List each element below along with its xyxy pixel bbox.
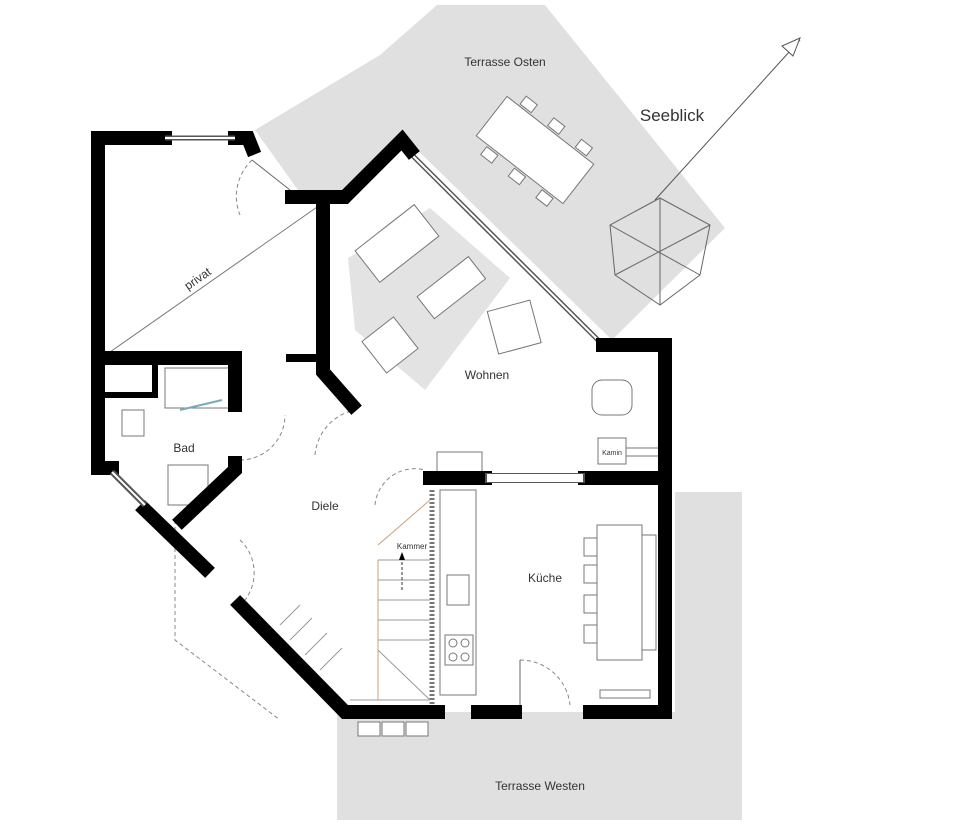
label-pantry: Kammer (397, 542, 428, 551)
label-bath: Bad (173, 441, 194, 455)
label-private: privat (182, 264, 215, 293)
umbrella-icon (609, 197, 711, 306)
dining-table-outdoor (475, 95, 595, 207)
terrace-west (337, 492, 742, 820)
label-lake-view: Seeblick (640, 106, 705, 125)
up-arrow-icon (399, 552, 405, 560)
cooktop (444, 634, 474, 666)
label-hall: Diele (311, 499, 339, 513)
sofa (354, 203, 440, 284)
shower (164, 367, 231, 409)
staircase (279, 499, 431, 701)
fireplace (597, 437, 627, 465)
sofa-2 (416, 255, 487, 320)
armchair (361, 316, 419, 374)
label-terrace-east: Terrasse Osten (464, 55, 545, 69)
dining-table (596, 524, 643, 661)
label-kitchen: Küche (528, 571, 562, 585)
terrace-east (255, 5, 725, 340)
side-table (436, 451, 483, 475)
chair (591, 379, 633, 416)
walls (91, 129, 672, 719)
armchair-2 (486, 299, 542, 355)
label-terrace-west: Terrasse Westen (495, 779, 585, 793)
lake-view-arrow (654, 37, 801, 201)
toilet (121, 409, 145, 437)
label-fireplace: Kamin (602, 450, 622, 457)
label-living: Wohnen (465, 368, 509, 382)
